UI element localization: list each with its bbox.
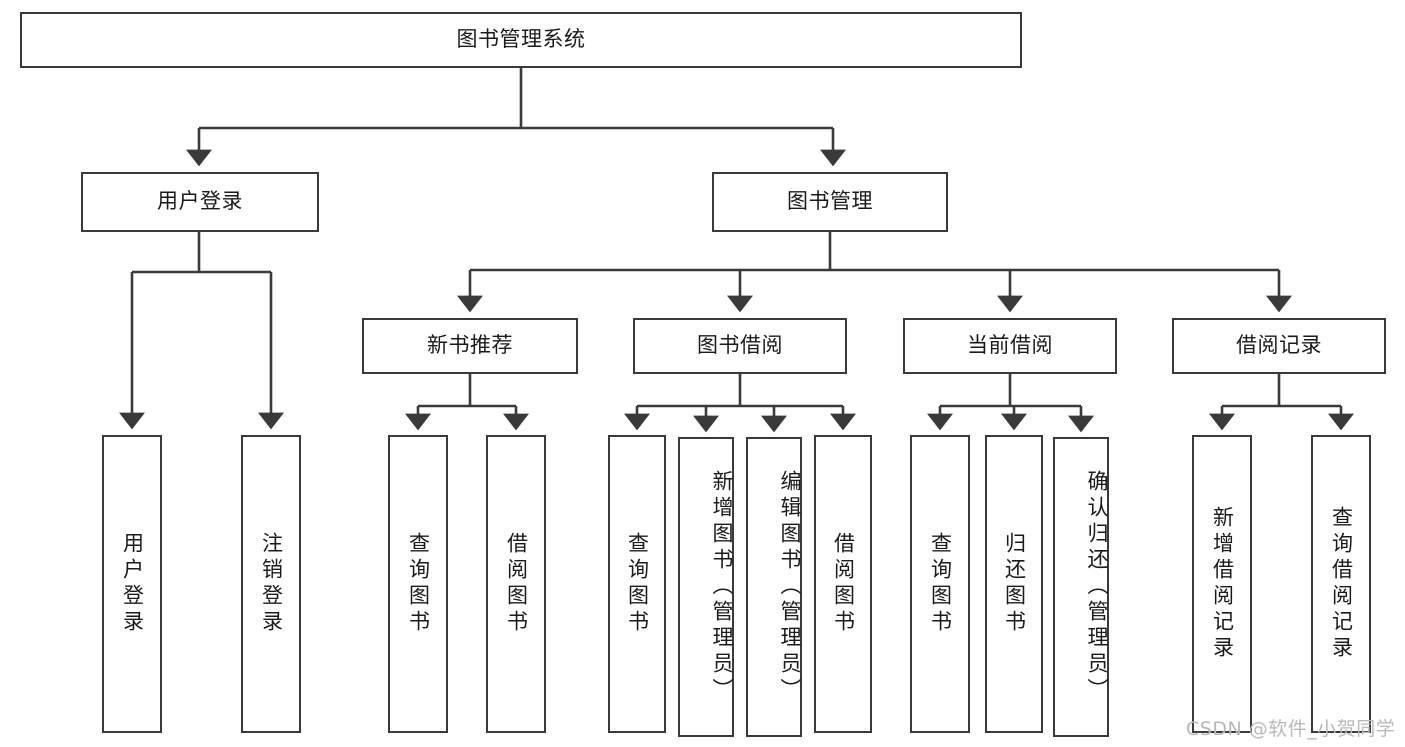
leaf-add-record[interactable]: 新增借阅记录 — [1192, 435, 1252, 733]
leaf-add-book-label: 新增图书（管理员） — [710, 470, 734, 704]
leaf-logout[interactable]: 注销登录 — [241, 435, 301, 733]
leaf-query-book-1[interactable]: 查询图书 — [388, 435, 448, 733]
node-user-login[interactable]: 用户登录 — [81, 172, 319, 232]
leaf-borrow-book-2-label: 借阅图书 — [831, 532, 856, 636]
leaf-user-login-label: 用户登录 — [120, 532, 145, 636]
leaf-edit-book[interactable]: 编辑图书（管理员） — [746, 437, 802, 737]
watermark: CSDN @软件_小贺同学 — [1186, 718, 1396, 740]
node-new-book-recommend[interactable]: 新书推荐 — [362, 318, 578, 374]
node-book-manage-label: 图书管理 — [787, 189, 873, 214]
leaf-logout-label: 注销登录 — [259, 532, 284, 636]
node-book-borrow[interactable]: 图书借阅 — [633, 318, 847, 374]
leaf-user-login[interactable]: 用户登录 — [102, 435, 162, 733]
leaf-query-book-1-label: 查询图书 — [406, 532, 431, 636]
leaf-query-book-3[interactable]: 查询图书 — [910, 435, 970, 733]
leaf-borrow-book-2[interactable]: 借阅图书 — [814, 435, 872, 733]
node-book-borrow-label: 图书借阅 — [697, 333, 783, 358]
node-borrow-record[interactable]: 借阅记录 — [1172, 318, 1386, 374]
leaf-query-record[interactable]: 查询借阅记录 — [1311, 435, 1371, 733]
node-book-manage[interactable]: 图书管理 — [712, 172, 948, 232]
leaf-confirm-return-label: 确认归还（管理员） — [1085, 470, 1109, 704]
node-new-book-recommend-label: 新书推荐 — [427, 333, 513, 358]
leaf-query-book-2[interactable]: 查询图书 — [608, 435, 666, 733]
leaf-edit-book-label: 编辑图书（管理员） — [778, 470, 802, 704]
node-user-login-label: 用户登录 — [157, 189, 243, 214]
leaf-add-record-label: 新增借阅记录 — [1210, 506, 1235, 662]
node-root[interactable]: 图书管理系统 — [20, 12, 1022, 68]
leaf-return-book-label: 归还图书 — [1002, 532, 1027, 636]
node-current-borrow-label: 当前借阅 — [967, 333, 1053, 358]
leaf-borrow-book-1-label: 借阅图书 — [504, 532, 529, 636]
node-root-label: 图书管理系统 — [456, 27, 586, 52]
node-borrow-record-label: 借阅记录 — [1236, 333, 1322, 358]
leaf-query-book-3-label: 查询图书 — [928, 532, 953, 636]
node-current-borrow[interactable]: 当前借阅 — [903, 318, 1117, 374]
leaf-query-record-label: 查询借阅记录 — [1329, 506, 1354, 662]
leaf-query-book-2-label: 查询图书 — [625, 532, 650, 636]
leaf-borrow-book-1[interactable]: 借阅图书 — [486, 435, 546, 733]
leaf-return-book[interactable]: 归还图书 — [985, 435, 1043, 733]
leaf-confirm-return[interactable]: 确认归还（管理员） — [1053, 437, 1109, 737]
leaf-add-book[interactable]: 新增图书（管理员） — [678, 437, 734, 737]
